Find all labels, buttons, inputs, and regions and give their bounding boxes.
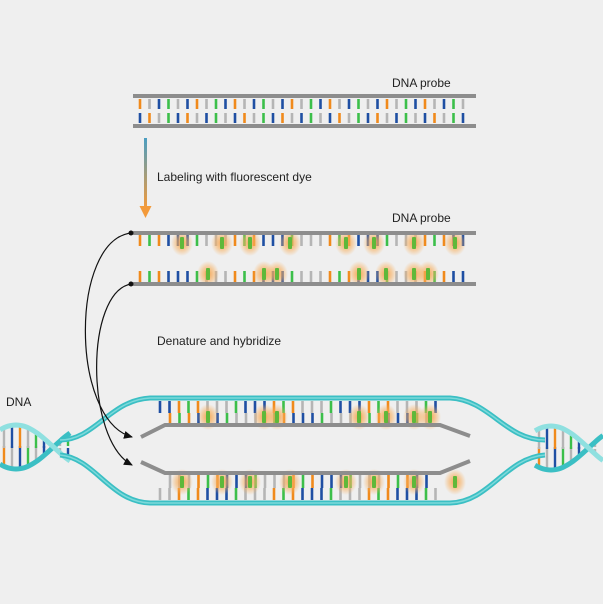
hybridized-probe-upper-backbone [140,423,471,439]
dna-helix-left [0,422,72,472]
downward-arrow-icon [139,138,152,218]
probe-unlabeled-bases [138,99,465,123]
dna-lower-strand-bases [158,488,437,500]
labeling-step-label: Labeling with fluorescent dye [157,170,312,184]
probe-top-label: DNA probe [392,76,451,90]
dna-helix-right [533,423,603,473]
genomic-dna [0,395,603,506]
hybridize-step-label: Denature and hybridize [157,334,281,348]
hybridized-probe-lower-backbone [140,459,471,475]
probe-labeled-strand-b [133,261,476,287]
dna-label: DNA [6,395,31,409]
connector-arrow-icon [84,230,134,466]
probe-unlabeled [133,94,476,128]
probe-labeled-label: DNA probe [392,211,451,225]
probe-labeled-strand-a [133,230,476,256]
